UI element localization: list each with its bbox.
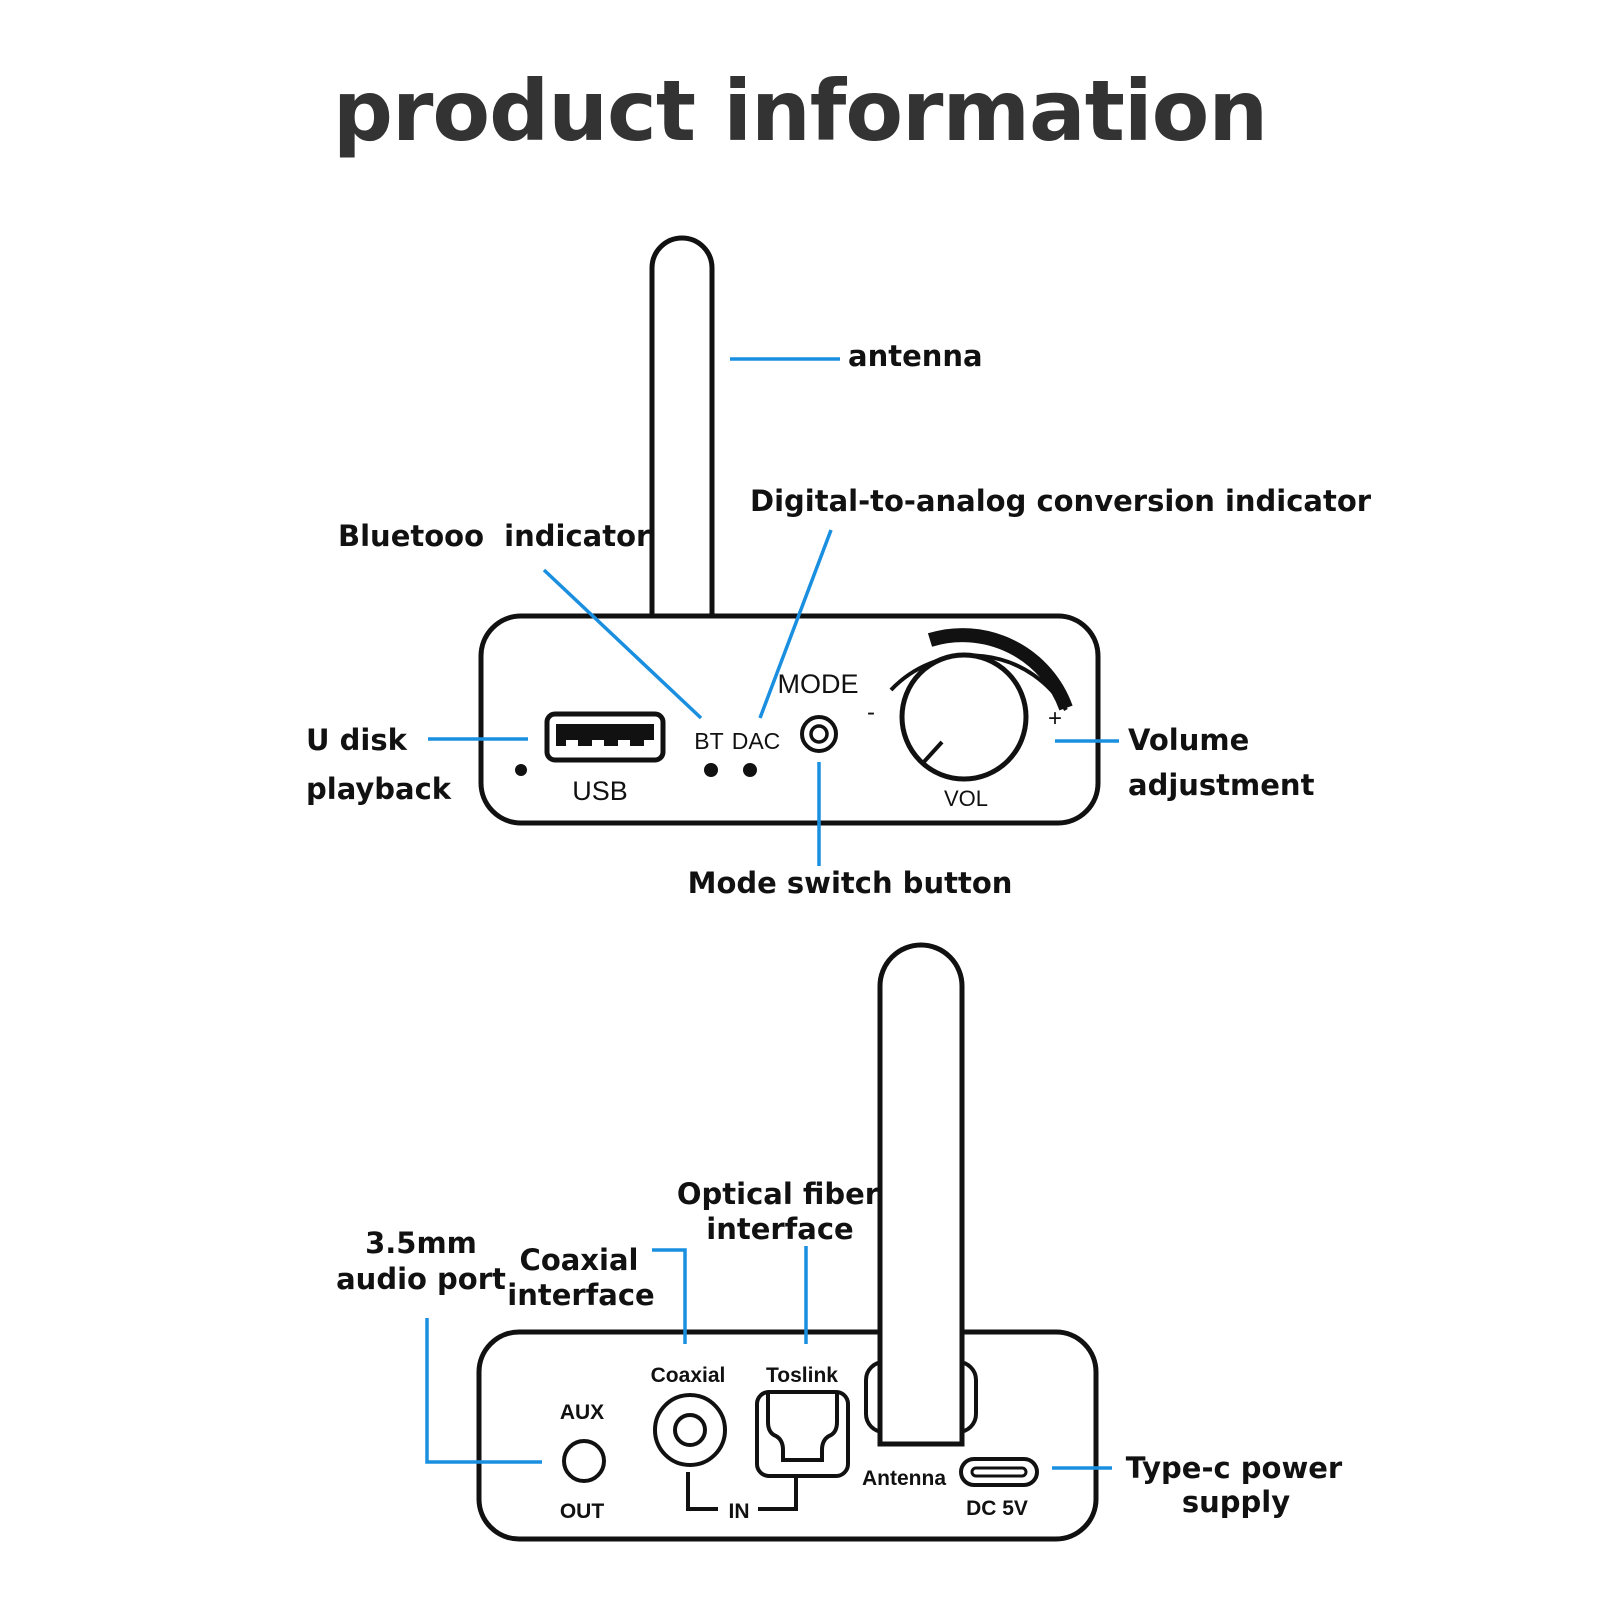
antenna-callout: antenna: [848, 339, 983, 373]
rear-callouts: 3.5mm audio port Coaxial interface Optic…: [336, 1177, 1343, 1519]
u-disk-callout-line1: U disk: [306, 723, 408, 757]
out-label: OUT: [560, 1500, 605, 1523]
usb-label: USB: [572, 776, 628, 806]
rear-panel: AUX OUT Coaxial Toslink IN Antenna DC 5V: [476, 942, 1099, 1542]
dc5v-label: DC 5V: [966, 1497, 1028, 1520]
volume-plus-label: +: [1048, 705, 1062, 732]
coaxial-jack[interactable]: [653, 1393, 727, 1467]
bt-indicator-callout: Bluetooo indicator: [338, 519, 651, 553]
rear-antenna: [877, 942, 965, 1447]
mode-switch-callout: Mode switch button: [688, 866, 1013, 900]
vol-label: VOL: [944, 786, 988, 811]
volume-callout-line2: adjustment: [1128, 768, 1315, 802]
usb-port: [544, 711, 666, 763]
type-c-port[interactable]: [959, 1457, 1039, 1487]
volume-range-arc-thick: [927, 628, 1073, 711]
front-callouts: antenna Bluetooo indicator Digital-to-an…: [306, 339, 1372, 900]
volume-minus-label: -: [867, 699, 875, 726]
usb-indicator-dot: [515, 764, 527, 776]
in-bracket: [686, 1472, 798, 1511]
front-panel: USB BT DAC MODE - + VOL: [478, 235, 1101, 826]
audio-port-callout-line1: 3.5mm: [365, 1226, 477, 1260]
in-label: IN: [729, 1500, 750, 1523]
mode-switch-button[interactable]: [800, 715, 838, 753]
front-antenna: [649, 235, 715, 616]
volume-callout-line1: Volume: [1128, 723, 1249, 757]
audio-port-callout-line2: audio port: [336, 1262, 506, 1296]
bt-leader: [542, 568, 703, 720]
u-disk-callout-line2: playback: [306, 772, 452, 806]
antenna-port-label: Antenna: [862, 1467, 946, 1490]
optical-callout-line1: Optical fiber: [677, 1177, 880, 1211]
page-title: product information: [332, 62, 1268, 160]
toslink-jack[interactable]: [755, 1390, 850, 1478]
coaxial-leader: [652, 1248, 687, 1344]
optical-callout-line2: interface: [706, 1212, 853, 1246]
typec-callout-line1: Type-c power: [1126, 1451, 1343, 1485]
aux-out-jack[interactable]: [562, 1439, 606, 1483]
aux-label: AUX: [560, 1401, 604, 1424]
mode-label: MODE: [778, 669, 859, 699]
coaxial-callout-line1: Coaxial: [520, 1243, 639, 1277]
rear-leader-lines: [425, 1246, 1112, 1470]
audio-port-leader: [425, 1318, 542, 1464]
dac-leader: [758, 529, 833, 719]
dac-indicator-led: [743, 763, 757, 777]
coaxial-port-label: Coaxial: [651, 1364, 726, 1387]
typec-callout-line2: supply: [1182, 1485, 1290, 1519]
dac-indicator-callout: Digital-to-analog conversion indicator: [750, 484, 1372, 518]
coaxial-callout-line2: interface: [507, 1278, 654, 1312]
volume-knob[interactable]: [899, 652, 1029, 782]
dac-label: DAC: [732, 728, 781, 754]
bt-label: BT: [694, 728, 723, 754]
front-leader-lines: [428, 357, 1119, 866]
bt-indicator-led: [704, 763, 718, 777]
toslink-port-label: Toslink: [766, 1364, 838, 1387]
